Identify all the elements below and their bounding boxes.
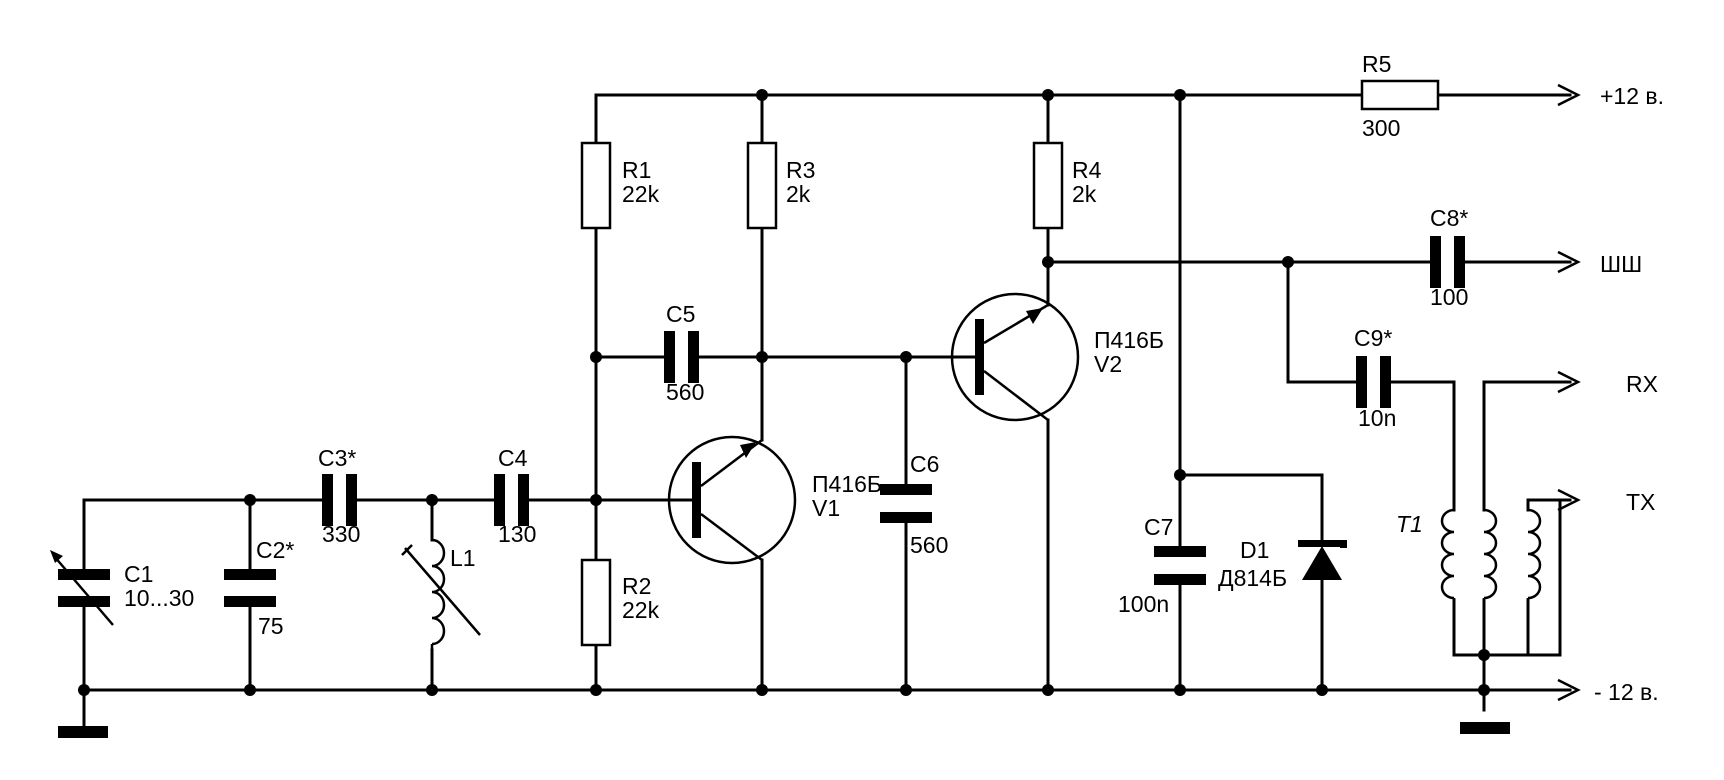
resistor-r2	[580, 558, 612, 647]
label-v2-type: П416Б	[1094, 327, 1164, 353]
label-c5-ref: C5	[666, 301, 695, 327]
label-c9-ref: C9*	[1354, 325, 1392, 351]
label-r4-ref: R4	[1072, 157, 1102, 183]
label-r5-value: 300	[1362, 115, 1400, 141]
capacitor-c3	[322, 474, 357, 526]
junctions	[78, 89, 1490, 696]
port-plus12-label: +12 в.	[1600, 83, 1664, 109]
resistor-r5	[1360, 79, 1440, 111]
label-v1-ref: V1	[812, 495, 840, 521]
label-v1-type: П416Б	[812, 471, 882, 497]
component-labels: C1 10...30 C2* 75 C3* 330 C4 130 C5 560 …	[124, 51, 1468, 639]
label-c9-value: 10n	[1358, 405, 1396, 431]
label-c8-ref: C8*	[1430, 205, 1468, 231]
label-l1-ref: L1	[450, 545, 476, 571]
resistor-r1	[580, 141, 612, 230]
wires	[82, 93, 1572, 712]
capacitor-c9	[1356, 356, 1391, 408]
capacitor-c8	[1430, 236, 1465, 288]
capacitor-c4	[494, 474, 529, 526]
label-t1-ref: T1	[1396, 511, 1423, 537]
label-v2-ref: V2	[1094, 351, 1122, 377]
port-tx-label: TX	[1626, 489, 1655, 515]
port-labels: +12 в. ШШ RX TX - 12 в.	[1594, 83, 1664, 705]
capacitor-c6	[880, 484, 932, 523]
label-c8-value: 100	[1430, 284, 1468, 310]
label-r1-ref: R1	[622, 157, 651, 183]
capacitor-c5	[664, 331, 699, 383]
resistor-r3	[746, 141, 778, 230]
label-r3-value: 2k	[786, 181, 811, 207]
label-c1-value: 10...30	[124, 585, 194, 611]
label-r2-value: 22k	[622, 597, 660, 623]
label-c1-ref: C1	[124, 561, 153, 587]
label-c4-value: 130	[498, 521, 536, 547]
label-c6-ref: C6	[910, 451, 939, 477]
label-c7-value: 100n	[1118, 591, 1169, 617]
label-r4-value: 2k	[1072, 181, 1097, 207]
label-c6-value: 560	[910, 532, 948, 558]
capacitor-c2	[224, 569, 276, 607]
transistor-v2	[950, 292, 1080, 422]
port-rx-label: RX	[1626, 371, 1658, 397]
port-minus12-label: - 12 в.	[1594, 679, 1659, 705]
ground-symbol-right	[1460, 722, 1510, 734]
terminal-arrows	[1557, 83, 1581, 702]
port-sh-label: ШШ	[1600, 251, 1642, 277]
label-c2-ref: C2*	[256, 537, 294, 563]
label-r3-ref: R3	[786, 157, 815, 183]
capacitor-c7	[1154, 546, 1206, 585]
resistor-r4	[1032, 141, 1064, 230]
label-r5-ref: R5	[1362, 51, 1391, 77]
label-c4-ref: C4	[498, 445, 528, 471]
transformer-t1	[1440, 508, 1542, 600]
label-d1-type: Д814Б	[1218, 565, 1287, 591]
zener-diode-d1	[1298, 540, 1347, 580]
label-c2-value: 75	[258, 613, 284, 639]
label-r1-value: 22k	[622, 181, 660, 207]
label-c3-ref: C3*	[318, 445, 356, 471]
capacitor-c1	[50, 550, 114, 626]
transistor-v1	[667, 435, 797, 565]
label-c5-value: 560	[666, 379, 704, 405]
label-c3-value: 330	[322, 521, 360, 547]
label-r2-ref: R2	[622, 573, 651, 599]
ground-symbol-left	[58, 726, 108, 738]
label-d1-ref: D1	[1240, 537, 1269, 563]
label-c7-ref: C7	[1144, 514, 1173, 540]
inductor-l1	[401, 538, 481, 650]
